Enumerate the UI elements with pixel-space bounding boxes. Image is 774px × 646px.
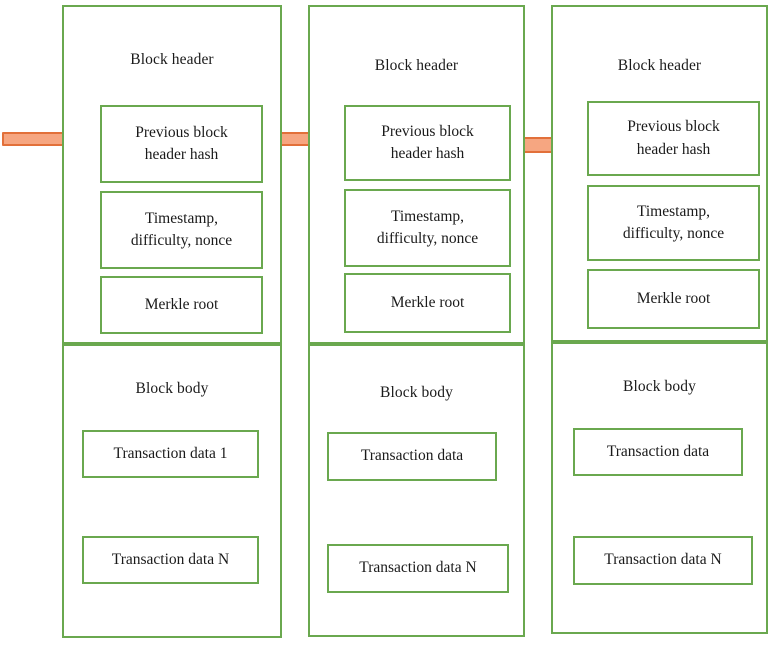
block-1-previous-block-header-hash-label: Previous block header hash xyxy=(135,123,228,163)
block-1-merkle-root-box: Merkle root xyxy=(100,276,263,334)
block-2-timestamp-difficulty-nonce-box: Timestamp, difficulty, nonce xyxy=(344,189,511,267)
block-1-transaction-data-n-box: Transaction data N xyxy=(82,536,259,584)
block-1-header-title: Block header xyxy=(130,51,214,68)
block-2-header-title: Block header xyxy=(374,57,459,74)
block-2-transaction-data-n-box: Transaction data N xyxy=(327,544,509,593)
block-1-merkle-root-label: Merkle root xyxy=(144,295,219,313)
block-1-header-section: Block header Previous block header hash … xyxy=(62,5,282,344)
block-3-merkle-root-box: Merkle root xyxy=(587,269,760,329)
block-3-transaction-data-box: Transaction data xyxy=(573,428,743,476)
block-3-transaction-data-n-label: Transaction data N xyxy=(604,551,722,569)
block-2-body-section: Block body Transaction data Transaction … xyxy=(308,344,525,637)
block-1-body-section: Block body Transaction data 1 Transactio… xyxy=(62,344,282,638)
block-2-merkle-root-label: Merkle root xyxy=(390,293,465,311)
block-2-body-title: Block body xyxy=(380,384,453,401)
block-3-timestamp-difficulty-nonce-label: Timestamp, difficulty, nonce xyxy=(622,202,725,242)
block-1-transaction-data-1-box: Transaction data 1 xyxy=(82,430,259,478)
block-2-transaction-data-label: Transaction data xyxy=(360,447,464,465)
block-3-body-section: Block body Transaction data Transaction … xyxy=(551,342,768,634)
block-2-header-section: Block header Previous block header hash … xyxy=(308,5,525,344)
block-1-transaction-data-n-label: Transaction data N xyxy=(111,550,230,568)
block-1-timestamp-difficulty-nonce-box: Timestamp, difficulty, nonce xyxy=(100,191,263,269)
block-3-previous-block-header-hash-label: Previous block header hash xyxy=(627,118,720,158)
block-3-transaction-data-label: Transaction data xyxy=(606,442,710,460)
block-1-body-title: Block body xyxy=(135,380,209,397)
block-1-transaction-data-1-label: Transaction data 1 xyxy=(113,444,228,462)
block-2-previous-block-header-hash-label: Previous block header hash xyxy=(381,122,474,162)
block-3-header-title: Block header xyxy=(617,57,702,74)
block-3-body-title: Block body xyxy=(623,378,696,395)
block-2-previous-block-header-hash-box: Previous block header hash xyxy=(344,105,511,181)
block-1-timestamp-difficulty-nonce-label: Timestamp, difficulty, nonce xyxy=(130,209,233,249)
block-3-timestamp-difficulty-nonce-box: Timestamp, difficulty, nonce xyxy=(587,185,760,261)
block-2-merkle-root-box: Merkle root xyxy=(344,273,511,333)
block-3-transaction-data-n-box: Transaction data N xyxy=(573,536,753,585)
block-3-previous-block-header-hash-box: Previous block header hash xyxy=(587,101,760,176)
block-2-transaction-data-n-label: Transaction data N xyxy=(359,559,477,577)
block-3-header-section: Block header Previous block header hash … xyxy=(551,5,768,342)
block-1-previous-block-header-hash-box: Previous block header hash xyxy=(100,105,263,183)
block-2-transaction-data-box: Transaction data xyxy=(327,432,497,481)
block-3-merkle-root-label: Merkle root xyxy=(636,289,711,307)
block-2-timestamp-difficulty-nonce-label: Timestamp, difficulty, nonce xyxy=(376,207,479,247)
